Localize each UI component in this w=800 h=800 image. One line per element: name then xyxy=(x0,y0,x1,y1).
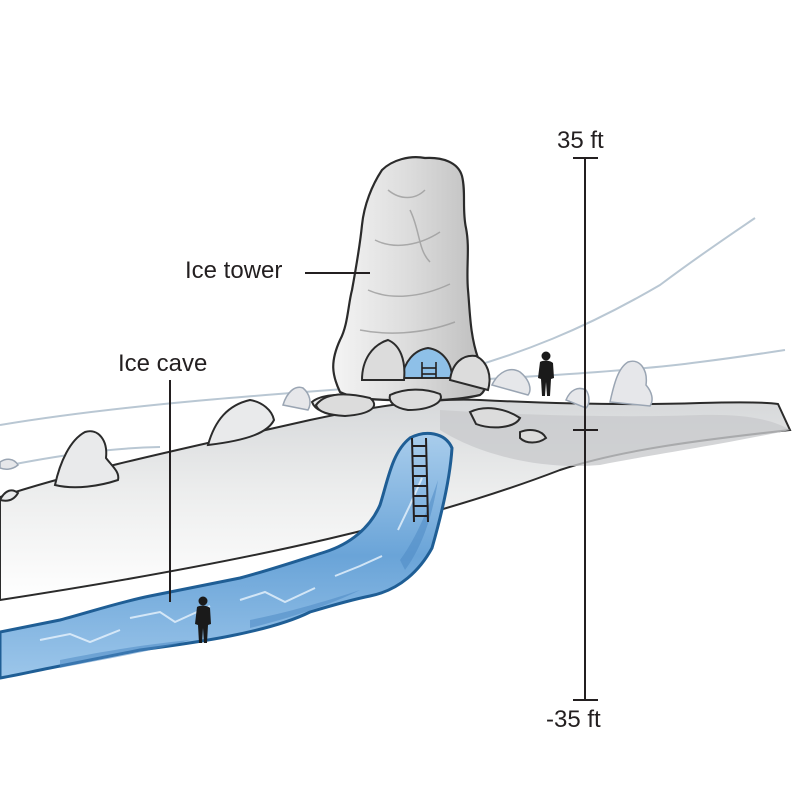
cave-ladder xyxy=(411,437,429,523)
far-ice-blocks xyxy=(0,360,653,470)
person-surface-icon xyxy=(538,351,554,396)
ice-cave xyxy=(0,431,454,680)
scale-top-label: 35 ft xyxy=(557,127,604,154)
tower-base-rocks xyxy=(314,338,548,444)
tower-entrance-ladder xyxy=(421,362,437,378)
ice-tower-label: Ice tower xyxy=(185,257,283,284)
tower-texture xyxy=(359,189,456,334)
ground-shadow xyxy=(440,410,790,466)
leader-lines xyxy=(169,272,370,602)
cave-ice-shadows xyxy=(60,480,438,668)
ice-tower xyxy=(332,156,487,402)
tower-cave-entrance xyxy=(400,346,454,379)
person-cave-icon xyxy=(195,596,211,643)
height-scale xyxy=(573,157,598,701)
scale-bottom-label: -35 ft xyxy=(546,706,601,733)
ice-cave-label: Ice cave xyxy=(118,350,208,377)
